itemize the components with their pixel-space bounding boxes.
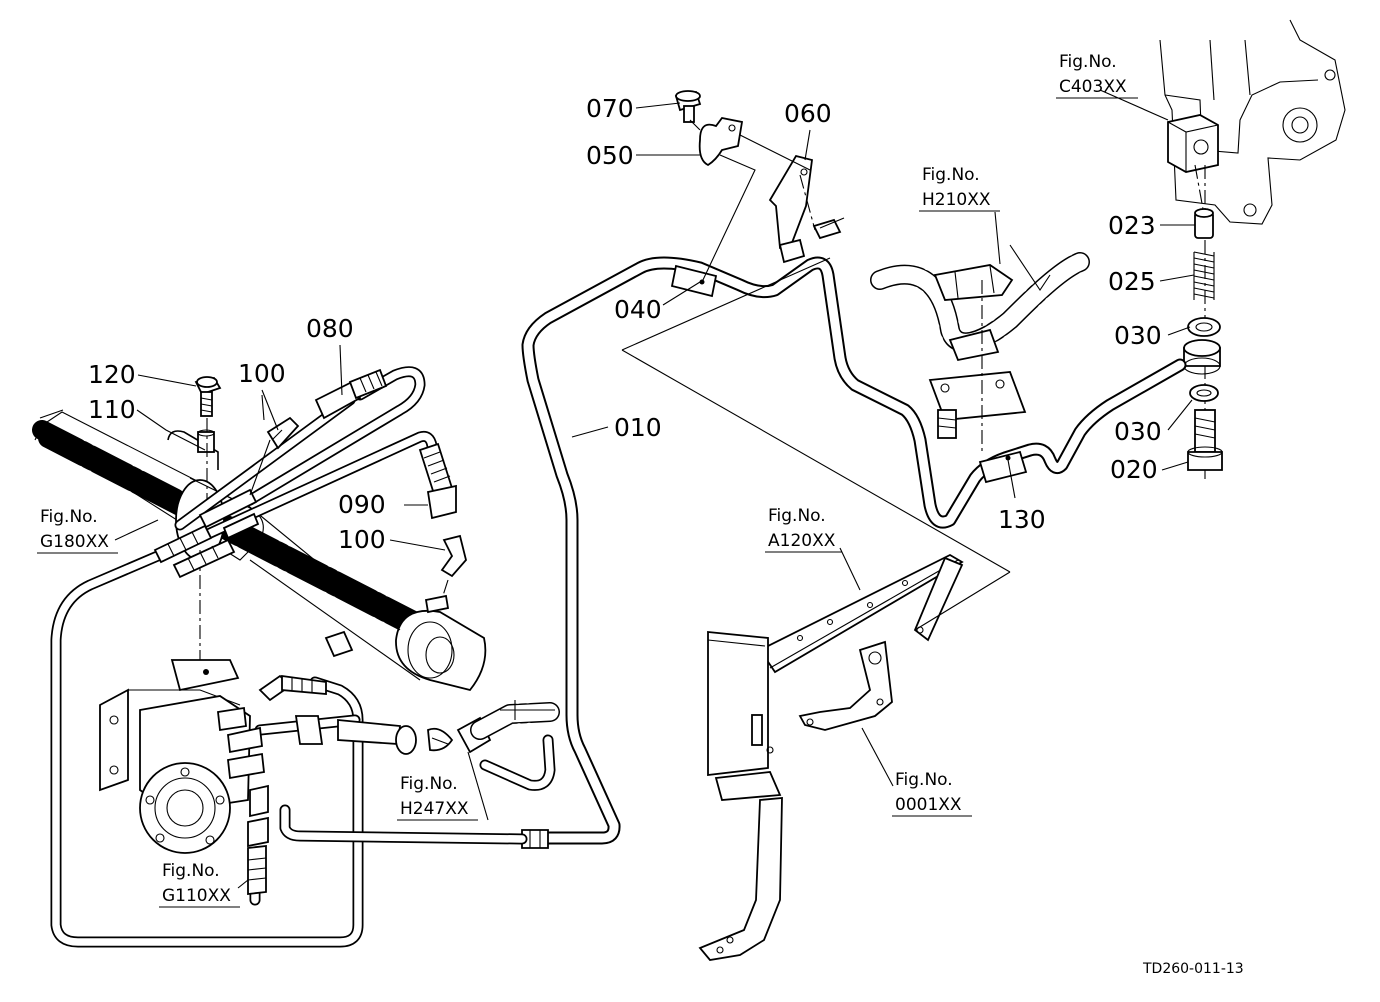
label-070: 070 [586,94,634,123]
banjo-eye [1183,339,1221,375]
drawing-code: TD260-011-13 [1142,961,1244,977]
label-090: 090 [338,490,386,519]
svg-text:Fig.No.: Fig.No. [400,774,458,794]
label-030-bottom: 030 [1114,417,1162,446]
banjo-bolt-020 [1187,409,1223,471]
label-100-bottom: 100 [338,525,386,554]
label-040: 040 [614,295,662,324]
tank-g180 [32,409,487,692]
svg-text:0001XX: 0001XX [895,795,962,815]
fig-ref-h210: Fig.No. H210XX [919,165,1000,212]
tank-end-cap [395,610,487,692]
clamp-assembly-top [674,90,845,264]
label-060: 060 [784,99,832,128]
spring-025 [1193,251,1215,300]
bolt-120 [194,376,222,417]
engine-block-c403 [1159,19,1346,225]
figure-references: Fig.No. C403XX Fig.No. H210XX Fig.No. G1… [37,52,1138,908]
label-010: 010 [614,413,662,442]
label-080: 080 [306,314,354,343]
label-050: 050 [586,141,634,170]
svg-text:Fig.No.: Fig.No. [895,770,953,790]
svg-text:Fig.No.: Fig.No. [768,506,826,526]
svg-text:C403XX: C403XX [1059,77,1127,97]
pump-g110 [99,659,269,896]
leader-lines [114,89,1195,889]
fig-ref-a120: Fig.No. A120XX [765,506,842,553]
fig-ref-0001: Fig.No. 0001XX [892,770,972,817]
label-030-top: 030 [1114,321,1162,350]
svg-text:H210XX: H210XX [922,190,991,210]
reference-lines [621,154,1051,631]
label-025: 025 [1108,267,1156,296]
svg-text:G180XX: G180XX [40,532,109,552]
fitting-090 [418,442,457,520]
clamp-bolt-h210 [937,409,957,439]
fig-ref-g110: Fig.No. G110XX [159,861,240,908]
pump-hoses [258,674,560,791]
svg-text:A120XX: A120XX [768,531,836,551]
crossmember-h210 [870,252,1090,455]
label-020: 020 [1110,455,1158,484]
bolt-060 [812,217,845,240]
elbow-100-top [266,416,300,450]
label-130: 130 [998,505,1046,534]
svg-text:Fig.No.: Fig.No. [1059,52,1117,72]
fitting-080 [314,368,388,420]
svg-text:G110XX: G110XX [162,886,231,906]
bracket-060 [768,154,813,264]
elbow-100-bottom [440,534,467,578]
svg-text:Fig.No.: Fig.No. [922,165,980,185]
frame-a120 [698,553,964,961]
svg-text:H247XX: H247XX [400,799,469,819]
part-labels: 070 050 060 040 010 023 025 030 030 020 … [88,94,1162,554]
label-110: 110 [88,395,136,424]
svg-text:Fig.No.: Fig.No. [162,861,220,881]
bolt-070 [674,90,702,123]
bracket-0001 [798,640,893,731]
label-023: 023 [1108,211,1156,240]
banjo-fitting-assembly [1183,165,1223,480]
fig-ref-g180: Fig.No. G180XX [37,507,118,554]
label-100-top: 100 [238,359,286,388]
hose-fittings-g180 [153,488,260,579]
pipe-010 [521,256,1187,849]
clamp-050 [698,117,744,167]
fig-ref-h247: Fig.No. H247XX [397,774,478,821]
fig-ref-c403: Fig.No. C403XX [1056,52,1138,99]
clamp-110 [167,418,219,500]
svg-text:Fig.No.: Fig.No. [40,507,98,527]
label-120: 120 [88,360,136,389]
